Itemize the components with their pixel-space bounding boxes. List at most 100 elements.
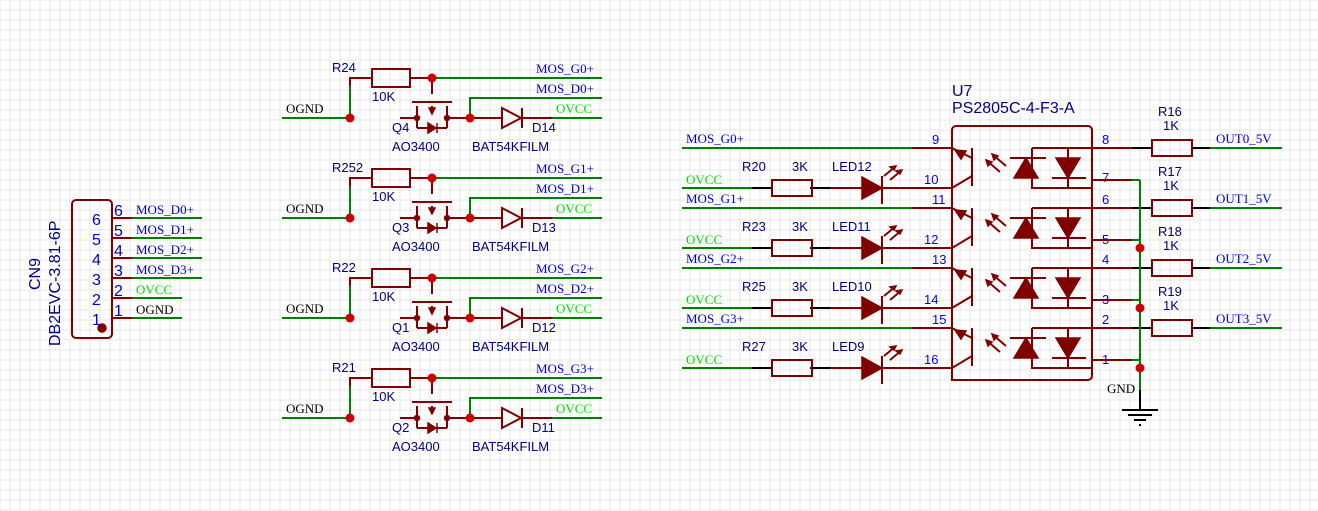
drain-net-label[interactable]: MOS_D2+ [536, 281, 594, 296]
ovcc-label[interactable]: OVCC [686, 292, 722, 307]
resistor-body[interactable] [371, 168, 411, 188]
pin-number: 2 [1102, 312, 1109, 327]
resistor-designator: R27 [742, 339, 766, 354]
emitter-diodes [1010, 207, 1092, 249]
resistor-designator: R16 [1158, 104, 1182, 119]
resistor-body[interactable] [371, 368, 411, 388]
ognd-label[interactable]: OGND [286, 201, 324, 216]
cn9-net-label[interactable]: MOS_D2+ [136, 242, 194, 257]
fet-part: AO3400 [392, 139, 440, 154]
resistor-body[interactable] [771, 239, 813, 257]
resistor-designator: R19 [1158, 284, 1182, 299]
ovcc-label[interactable]: OVCC [556, 201, 592, 216]
resistor-body[interactable] [771, 179, 813, 197]
led-icon[interactable] [861, 175, 884, 201]
u7-designator: U7 [952, 83, 973, 100]
ovcc-label[interactable]: OVCC [556, 101, 592, 116]
diode-designator: D11 [532, 420, 555, 435]
junction-dot [427, 373, 437, 383]
cn9-pin-number: 5 [114, 223, 123, 240]
res-lead [349, 377, 372, 418]
led-icon[interactable] [861, 355, 884, 381]
ovcc-label[interactable]: OVCC [556, 401, 592, 416]
schottky-diode-icon[interactable] [501, 306, 552, 330]
cn9-net-label[interactable]: MOS_D0+ [136, 202, 194, 217]
ovcc-label[interactable]: OVCC [556, 301, 592, 316]
drain-net-label[interactable]: MOS_D3+ [536, 381, 594, 396]
led-designator: LED9 [832, 339, 865, 354]
arrow-icon [984, 152, 1000, 168]
resistor-body[interactable] [771, 299, 813, 317]
gate-net-label[interactable]: MOS_G1+ [686, 191, 744, 206]
mos-stage[interactable]: OGNDR2410KMOS_G0+Q4AO3400MOS_D0+OVCCD14B… [282, 60, 602, 154]
mos-stage[interactable]: OGNDR25210KMOS_G1+Q3AO3400MOS_D1+OVCCD13… [282, 160, 602, 254]
resistor-body[interactable] [1151, 199, 1193, 217]
resistor-body[interactable] [1151, 319, 1193, 337]
output-net-label[interactable]: OUT2_5V [1216, 251, 1272, 266]
drain-net-label[interactable]: MOS_D0+ [536, 81, 594, 96]
gate-net-label[interactable]: MOS_G2+ [686, 251, 744, 266]
ovcc-label[interactable]: OVCC [686, 352, 722, 367]
schottky-diode-icon[interactable] [501, 406, 552, 430]
cn9-net-label[interactable]: OVCC [136, 282, 172, 297]
fet-node [413, 114, 421, 122]
gate-net-label[interactable]: MOS_G2+ [536, 261, 594, 276]
output-net-label[interactable]: OUT0_5V [1216, 131, 1272, 146]
output-net-label[interactable]: OUT3_5V [1216, 311, 1272, 326]
junction-dot [465, 413, 475, 423]
pin1-marker [97, 323, 107, 333]
resistor-body[interactable] [1151, 139, 1193, 157]
resistor-body[interactable] [371, 268, 411, 288]
led-icon[interactable] [861, 295, 884, 321]
cn9-net-label[interactable]: MOS_D3+ [136, 262, 194, 277]
cn9-net-label[interactable]: MOS_D1+ [136, 222, 194, 237]
resistor-body[interactable] [371, 68, 411, 88]
fet-part: AO3400 [392, 439, 440, 454]
schottky-diode-icon[interactable] [501, 206, 552, 230]
mos-stage[interactable]: OGNDR2110KMOS_G3+Q2AO3400MOS_D3+OVCCD11B… [282, 360, 602, 454]
ognd-label[interactable]: OGND [286, 401, 324, 416]
cn9-net-label[interactable]: OGND [136, 302, 174, 317]
pin-number: 11 [932, 192, 946, 207]
ovcc-label[interactable]: OVCC [686, 232, 722, 247]
output-net-label[interactable]: OUT1_5V [1216, 191, 1272, 206]
gate-net-label[interactable]: MOS_G3+ [536, 361, 594, 376]
diode-icon [1012, 156, 1082, 180]
resistor-body[interactable] [771, 359, 813, 377]
schottky-diode-icon[interactable] [501, 106, 552, 130]
resistor-designator: R23 [742, 219, 766, 234]
resistor-value: 1K [1163, 298, 1179, 313]
emitter-diodes [1010, 327, 1092, 369]
u7-part: PS2805C-4-F3-A [952, 100, 1075, 117]
body-diode [427, 321, 438, 335]
gate-net-label[interactable]: MOS_G3+ [686, 311, 744, 326]
connector-body [71, 199, 113, 339]
ovcc-label[interactable]: OVCC [686, 172, 722, 187]
led-designator: LED10 [832, 279, 872, 294]
ognd-label[interactable]: OGND [286, 101, 324, 116]
diode-icon [1012, 276, 1082, 300]
fet-designator: Q3 [392, 220, 409, 235]
gate-net-label[interactable]: MOS_G1+ [536, 161, 594, 176]
led-icon[interactable] [861, 235, 884, 261]
gate-net-label[interactable]: MOS_G0+ [686, 131, 744, 146]
diode-icon [1012, 336, 1082, 360]
mos-stage[interactable]: OGNDR2210KMOS_G2+Q1AO3400MOS_D2+OVCCD12B… [282, 260, 602, 354]
cn9-inner-pin-number: 3 [92, 272, 101, 289]
resistor-value: 3K [792, 219, 808, 234]
resistor-body[interactable] [1151, 259, 1193, 277]
gate-net-label[interactable]: MOS_G0+ [536, 61, 594, 76]
junction-dot [1135, 243, 1145, 253]
cn9-inner-pin-number: 2 [92, 292, 101, 309]
ognd-label[interactable]: OGND [286, 301, 324, 316]
gnd-label: GND [1107, 381, 1135, 396]
drain-net-label[interactable]: MOS_D1+ [536, 181, 594, 196]
arrow-icon [888, 165, 904, 176]
